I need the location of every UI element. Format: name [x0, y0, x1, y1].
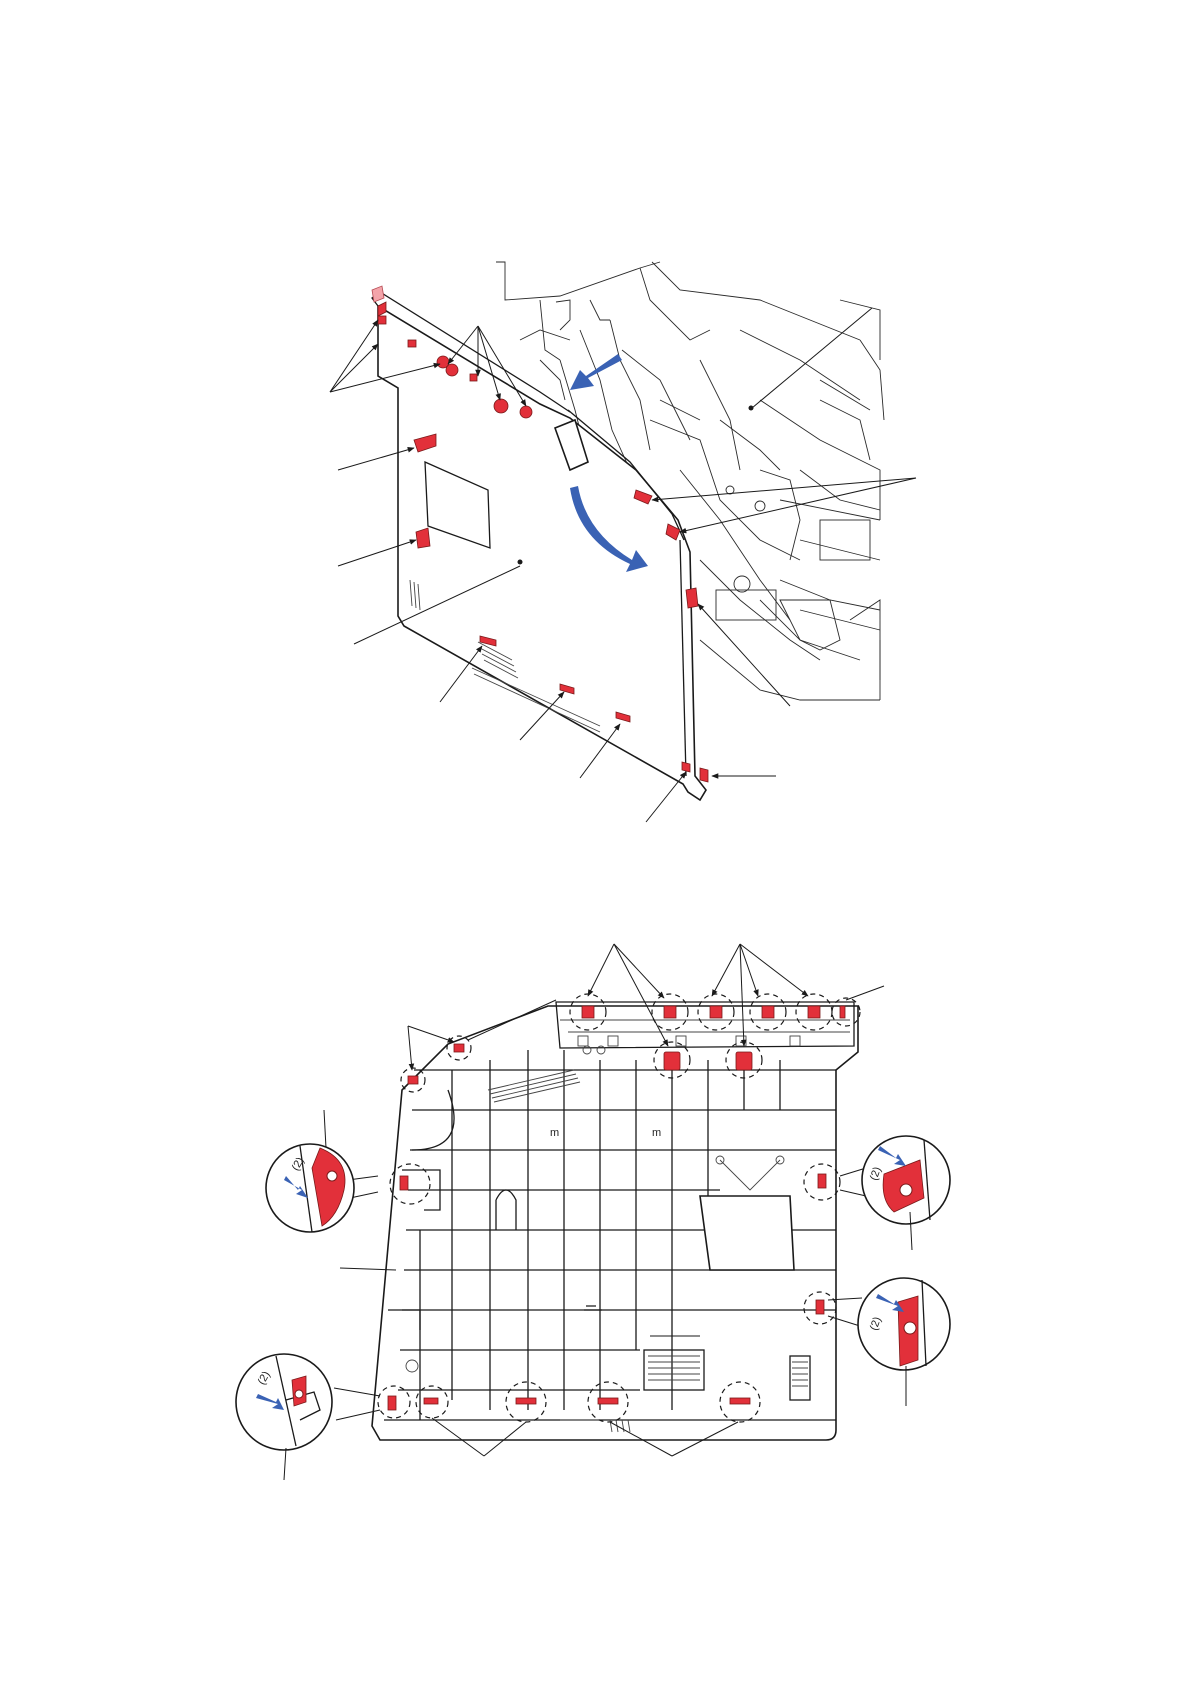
hook-b-top-7-icon [664, 1052, 680, 1070]
hook-b-top-6-icon [840, 1006, 845, 1018]
hook-b-bottom-1-icon [424, 1398, 438, 1404]
hook-b-bottom-3-icon [598, 1398, 618, 1404]
detail-bubble-upper-right: (2) [840, 1136, 950, 1250]
hook-left-2-icon [416, 528, 430, 548]
hook-b-top-4-icon [762, 1006, 774, 1018]
hook-top-2-icon [378, 316, 386, 324]
detail-bubble-lower-right: (2) [828, 1278, 950, 1406]
small-mark-1: m [550, 1127, 559, 1139]
hook-top-5-icon [446, 364, 458, 376]
hook-top-3-icon [408, 340, 416, 347]
hook-top-7-icon [494, 399, 508, 413]
hook-b-bottom-2-icon [516, 1398, 536, 1404]
top-exploded-view [330, 262, 916, 822]
hook-b-left-4-icon [388, 1396, 396, 1410]
hook-right-3-icon [686, 588, 698, 608]
hook-b-top-2-icon [664, 1006, 676, 1018]
hook-corner-icon [700, 768, 708, 782]
hook-b-right-2-icon [816, 1300, 824, 1314]
hook-b-top-5-icon [808, 1006, 820, 1018]
hook-top-6-icon [470, 374, 477, 381]
hook-b-left-3-icon [400, 1176, 408, 1190]
hook-b-left-1-icon [454, 1044, 464, 1052]
hook-b-top-3-icon [710, 1006, 722, 1018]
detail-bubble-upper-left: (2) [266, 1144, 378, 1232]
hook-b-top-8-icon [736, 1052, 752, 1070]
hook-top-8-icon [520, 406, 532, 418]
small-mark-2: m [652, 1127, 661, 1139]
hook-bottom-4-icon [682, 762, 690, 772]
pull-arrow-icon [570, 354, 622, 390]
bottom-inner-view: m m [236, 944, 950, 1480]
detail-bubble-lower-left: (2) [236, 1354, 380, 1480]
hook-b-right-1-icon [818, 1174, 826, 1188]
hook-b-left-2-icon [408, 1076, 418, 1084]
hook-b-bottom-4-icon [730, 1398, 750, 1404]
hook-b-top-1-icon [582, 1006, 594, 1018]
